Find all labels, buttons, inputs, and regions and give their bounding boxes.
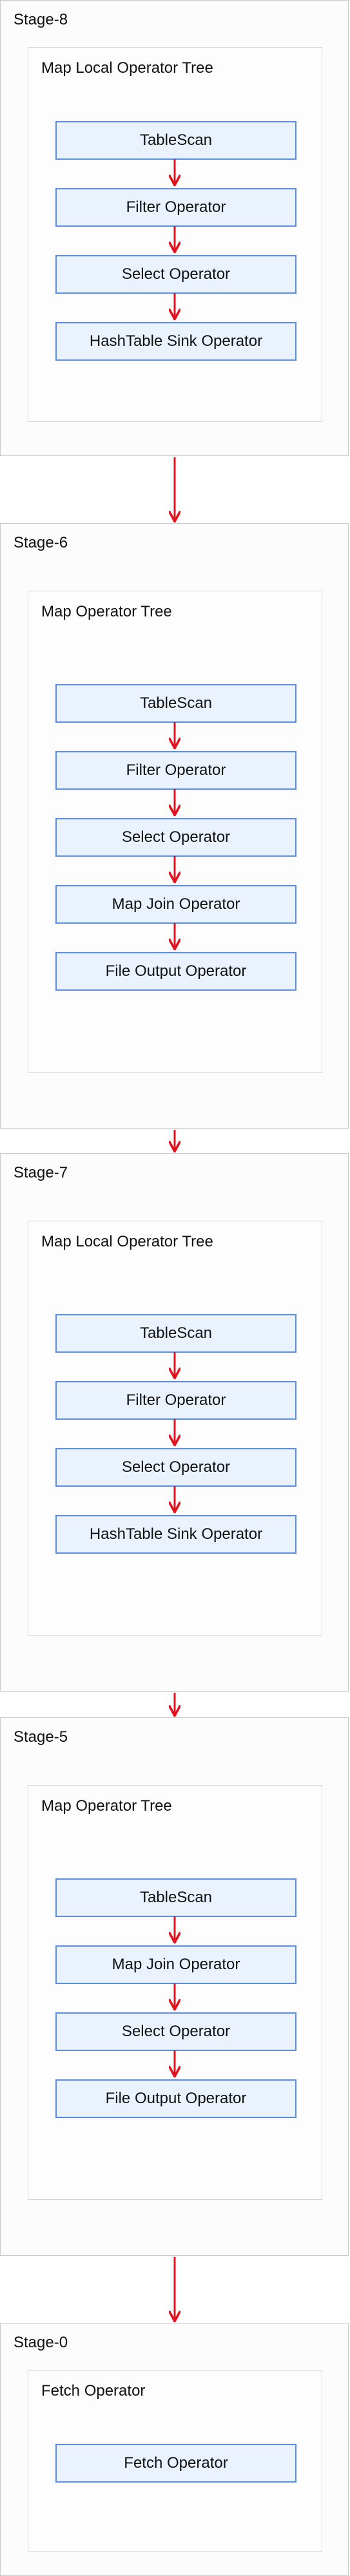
tree-title: Fetch Operator (41, 2382, 146, 2399)
operator-node: File Output Operator (55, 2079, 297, 2118)
operator-node: Select Operator (55, 1448, 297, 1487)
tree-title: Map Local Operator Tree (41, 1233, 213, 1250)
tree-title: Map Operator Tree (41, 603, 172, 620)
operator-tree-panel: Map Local Operator Tree TableScan Filter… (28, 1221, 322, 1636)
tree-title: Map Local Operator Tree (41, 59, 213, 77)
operator-node: Fetch Operator (55, 2444, 297, 2483)
operator-node: TableScan (55, 1878, 297, 1917)
operator-node: TableScan (55, 684, 297, 723)
stage-title: Stage-7 (14, 1164, 68, 1181)
stage-8-panel: Stage-8 Map Local Operator Tree TableSca… (0, 0, 349, 456)
operator-node: Filter Operator (55, 1381, 297, 1420)
tree-title: Map Operator Tree (41, 1797, 172, 1815)
operator-tree-panel: Map Operator Tree TableScan Map Join Ope… (28, 1785, 322, 2200)
operator-node: Select Operator (55, 255, 297, 294)
operator-tree-panel: Map Local Operator Tree TableScan Filter… (28, 47, 322, 422)
operator-node: Filter Operator (55, 751, 297, 790)
stage-title: Stage-0 (14, 2334, 68, 2351)
stage-title: Stage-5 (14, 1728, 68, 1746)
operator-node: Map Join Operator (55, 1945, 297, 1984)
stage-6-panel: Stage-6 Map Operator Tree TableScan Filt… (0, 523, 349, 1129)
stage-0-panel: Stage-0 Fetch Operator Fetch Operator (0, 2323, 349, 2576)
stage-title: Stage-8 (14, 11, 68, 28)
operator-node: HashTable Sink Operator (55, 322, 297, 361)
stage-title: Stage-6 (14, 534, 68, 551)
stage-7-panel: Stage-7 Map Local Operator Tree TableSca… (0, 1153, 349, 1692)
operator-node: HashTable Sink Operator (55, 1515, 297, 1554)
operator-node: TableScan (55, 1314, 297, 1353)
operator-node: Select Operator (55, 2012, 297, 2051)
operator-node: File Output Operator (55, 952, 297, 991)
stage-5-panel: Stage-5 Map Operator Tree TableScan Map … (0, 1717, 349, 2256)
operator-tree-panel: Fetch Operator Fetch Operator (28, 2370, 322, 2552)
operator-tree-panel: Map Operator Tree TableScan Filter Opera… (28, 591, 322, 1073)
operator-node: TableScan (55, 121, 297, 160)
operator-node: Map Join Operator (55, 885, 297, 924)
operator-node: Select Operator (55, 818, 297, 857)
operator-node: Filter Operator (55, 188, 297, 227)
